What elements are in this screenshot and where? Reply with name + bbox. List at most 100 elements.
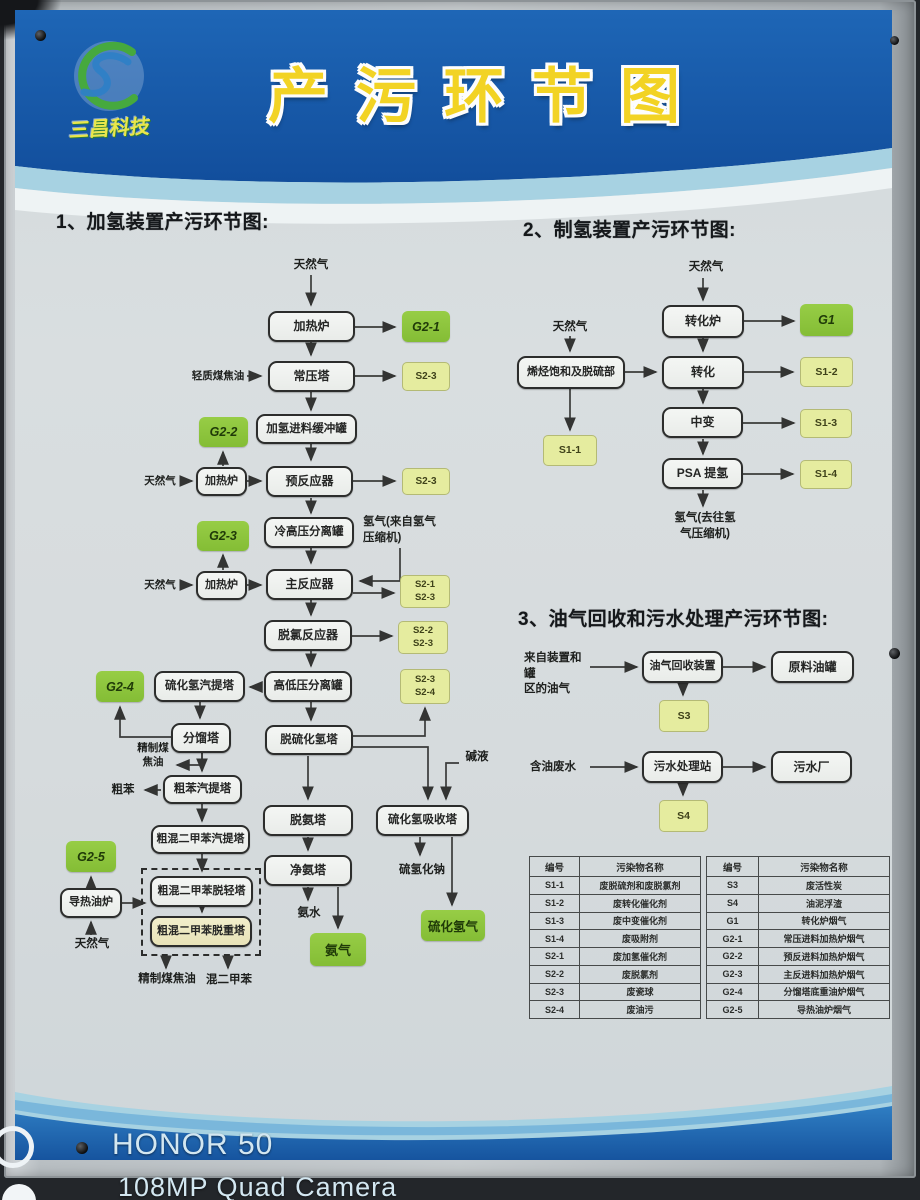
label-caustic: 碱液 xyxy=(465,751,489,763)
table-cell: S3 xyxy=(706,876,759,895)
company-logo: 三昌科技 xyxy=(52,38,168,146)
table-cell: S1-3 xyxy=(529,911,580,931)
table-cell: S4 xyxy=(706,893,759,913)
label-sodium-hydrosulfide: 硫氢化钠 xyxy=(399,864,445,876)
box-xylene-delight: 粗混二甲苯脱轻塔 xyxy=(150,876,253,907)
box-raw-oil-tank: 原料油罐 xyxy=(771,651,854,683)
box-hot-oil-furnace: 导热油炉 xyxy=(60,888,122,918)
box-reforming: 转化 xyxy=(662,356,744,389)
label-natural-gas-2: 天然气 xyxy=(144,475,176,487)
table-cell: S2-2 xyxy=(529,964,580,984)
label-ammonia-water: 氨水 xyxy=(297,907,321,919)
section1-title: 1、加氢装置产污环节图: xyxy=(56,212,269,233)
tag-s2-1-s2-3: S2-1 S2-3 xyxy=(400,575,450,608)
tag-s1-2: S1-2 xyxy=(800,357,853,387)
box-hl-pressure-separator: 高低压分离罐 xyxy=(264,671,352,702)
tag-g2-2: G2-2 xyxy=(199,417,248,447)
box-main-reactor: 主反应器 xyxy=(266,569,353,600)
label-hydrogen-out: 氢气(去往氢 气压缩机) xyxy=(674,512,736,540)
table-cell: G1 xyxy=(706,911,759,931)
table-cell: 导热油炉烟气 xyxy=(758,1000,890,1019)
box-deh2s-tower: 脱硫化氢塔 xyxy=(265,725,353,755)
screw-top-right xyxy=(890,36,899,45)
watermark-camera: 108MP Quad Camera xyxy=(118,1172,398,1200)
table-cell: 废转化催化剂 xyxy=(579,893,701,913)
table-cell: 预反进料加热炉烟气 xyxy=(758,947,890,966)
label-crude-benzene: 粗苯 xyxy=(111,784,135,796)
table-cell: 分馏塔底重油炉烟气 xyxy=(758,982,890,1002)
camera-lens-ring-icon xyxy=(0,1126,34,1168)
camera-lens-dot-icon xyxy=(2,1184,36,1200)
screw-top-left xyxy=(35,30,46,41)
table-header-row: 编号 污染物名称 xyxy=(706,856,890,877)
table-cell: S1-1 xyxy=(529,876,580,895)
table-cell: G2-2 xyxy=(706,947,759,966)
box-heater-pre: 加热炉 xyxy=(196,467,247,496)
tag-s3: S3 xyxy=(659,700,709,732)
label-f2-natural-gas-left: 天然气 xyxy=(552,321,588,333)
table-header-cell: 编号 xyxy=(529,856,580,877)
box-mt-shift: 中变 xyxy=(662,407,743,438)
box-cold-hp-separator: 冷高压分离罐 xyxy=(264,517,354,548)
footer-wave xyxy=(15,1086,892,1160)
box-ammonia-purify-tower: 净氨塔 xyxy=(264,855,352,886)
box-wastewater-plant: 污水厂 xyxy=(771,751,852,783)
table-cell: 废瓷球 xyxy=(579,982,701,1002)
table-cell: G2-5 xyxy=(706,1000,759,1019)
logo-icon xyxy=(74,41,144,111)
table-cell: 废吸附剂 xyxy=(579,929,701,948)
label-hydrogen-from-compressor: 氢气(来自氢气 压缩机) xyxy=(363,516,436,544)
table-header-cell: 污染物名称 xyxy=(579,856,701,877)
label-refined-coal-tar-side: 精制煤 焦油 xyxy=(137,742,169,769)
table-header-cell: 编号 xyxy=(706,856,759,877)
watermark-device: HONOR 50 xyxy=(112,1128,274,1161)
section2-title: 2、制氢装置产污环节图: xyxy=(523,220,736,241)
label-oily-wastewater: 含油废水 xyxy=(530,761,576,773)
table-header-row: 编号 污染物名称 xyxy=(529,856,701,877)
box-olefin-sat-desulf: 烯烃饱和及脱硫部 xyxy=(517,356,625,389)
label-mixed-xylene: 混二甲苯 xyxy=(206,974,252,986)
box-crude-benzene-stripper: 粗苯汽提塔 xyxy=(163,775,242,804)
label-f2-natural-gas-top: 天然气 xyxy=(688,261,724,273)
table-cell: S1-2 xyxy=(529,893,580,913)
box-atm-tower: 常压塔 xyxy=(268,361,355,392)
table-cell: 废加氢催化剂 xyxy=(579,947,701,966)
table-cell: 废活性炭 xyxy=(758,876,890,895)
tag-g2-4: G2-4 xyxy=(96,671,144,702)
poster-title: 产污环节图 xyxy=(268,63,708,130)
table-cell: 废脱硫剂和废脱氯剂 xyxy=(579,876,701,895)
box-pre-reactor: 预反应器 xyxy=(266,466,353,497)
table-cell: 废油污 xyxy=(579,1000,701,1019)
box-heater-top: 加热炉 xyxy=(268,311,355,342)
label-refined-coal-tar-bottom: 精制煤焦油 xyxy=(138,973,196,985)
tag-g2-5: G2-5 xyxy=(66,841,116,872)
table-cell: 转化炉烟气 xyxy=(758,911,890,931)
tag-h2s-gas: 硫化氢气 xyxy=(421,910,485,941)
table-cell: S2-3 xyxy=(529,982,580,1002)
table-cell: 废脱氯剂 xyxy=(579,964,701,984)
table-cell: G2-3 xyxy=(706,964,759,984)
table-cell: 废中变催化剂 xyxy=(579,911,701,931)
label-oil-gas-in: 来自装置和罐 区的油气 xyxy=(524,652,582,696)
table-cell: 主反进料加热炉烟气 xyxy=(758,964,890,984)
tag-s2-3-s2-4: S2-3 S2-4 xyxy=(400,669,450,704)
tag-s1-4: S1-4 xyxy=(800,460,852,489)
table-cell: 油泥浮渣 xyxy=(758,893,890,913)
